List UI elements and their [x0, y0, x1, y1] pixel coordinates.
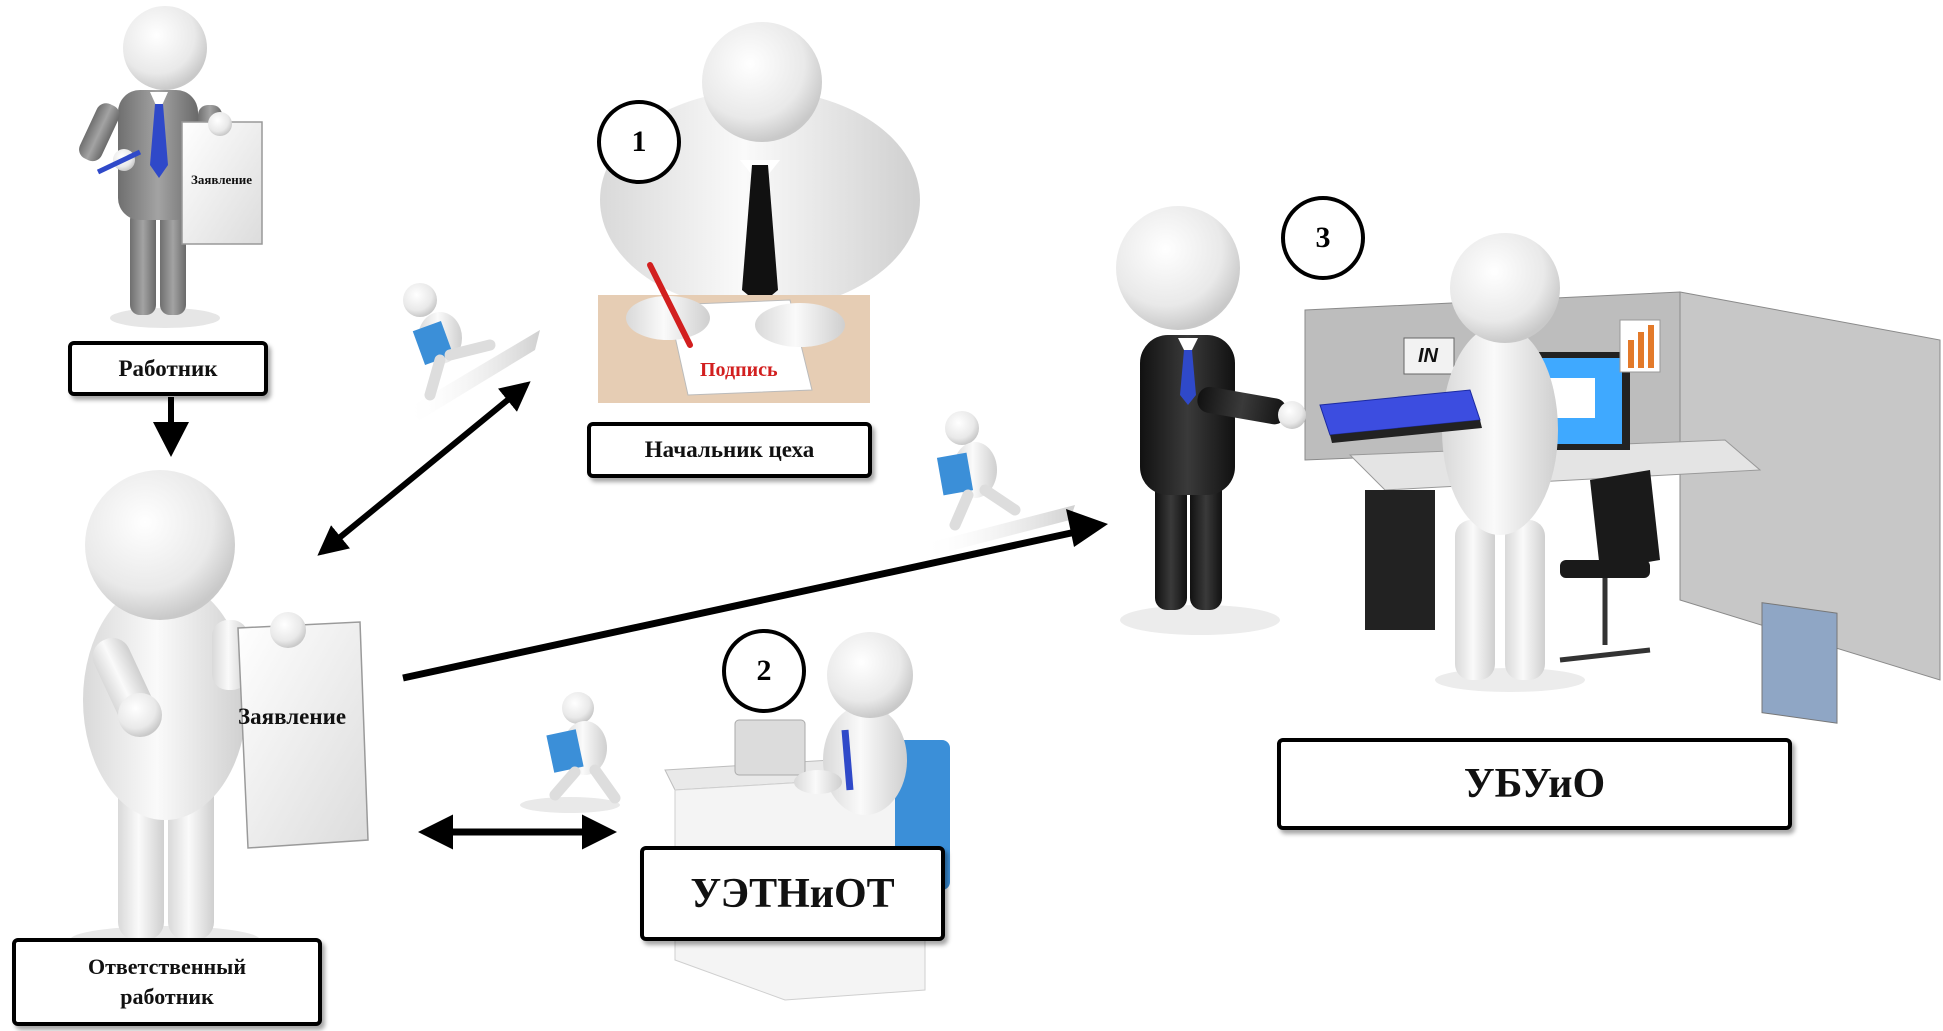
worker-label-text: Работник — [118, 355, 218, 381]
arrow-worker-to-responsible — [153, 397, 189, 457]
runner-folder-2 — [920, 411, 1075, 555]
runner-folder-1 — [403, 283, 540, 420]
step-3-badge: 3 — [1281, 196, 1365, 280]
responsible-document-text: Заявление — [238, 704, 346, 729]
responsible-worker-label: Ответственный работник — [12, 938, 322, 1026]
in-tray-text: IN — [1418, 345, 1439, 367]
responsible-figure — [70, 470, 260, 954]
arrow-responsible-to-ubuio — [402, 509, 1108, 682]
responsible-document — [237, 612, 369, 849]
step-2-badge: 2 — [722, 629, 806, 713]
shop-head-label: Начальник цеха — [587, 422, 872, 478]
arrow-responsible-shop-head — [317, 381, 531, 556]
worker-label: Работник — [68, 341, 268, 396]
runner-folder-3 — [520, 692, 621, 813]
ubuio-label-text: УБУиО — [1463, 761, 1606, 807]
ubuio-office-scene — [1116, 206, 1941, 724]
uetniot-label-text: УЭТНиОТ — [690, 870, 895, 917]
step-1-badge: 1 — [597, 100, 681, 184]
uetniot-desk-scene — [664, 632, 950, 1001]
responsible-worker-label-text: Ответственный работник — [87, 954, 247, 1009]
step-1-number: 1 — [631, 125, 647, 158]
worker-document-text: Заявление — [191, 172, 252, 187]
ubuio-label: УБУиО — [1277, 738, 1792, 830]
worker-document — [181, 112, 263, 245]
uetniot-label: УЭТНиОТ — [640, 846, 945, 941]
signature-text: Подпись — [700, 359, 778, 381]
step-3-number: 3 — [1315, 221, 1331, 254]
step-2-number: 2 — [756, 654, 772, 687]
signature-desk — [598, 262, 870, 403]
shop-head-label-text: Начальник цеха — [644, 437, 815, 462]
